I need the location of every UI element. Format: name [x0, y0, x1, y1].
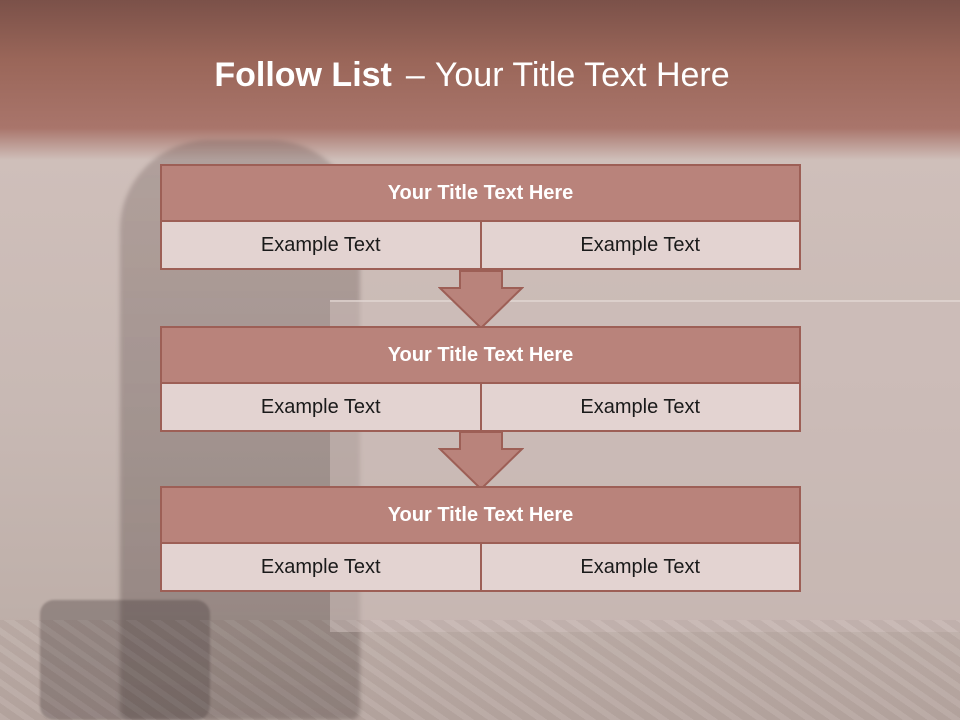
step-cell-right-3: Example Text: [479, 544, 799, 590]
step-cell-left-2: Example Text: [162, 384, 480, 430]
slide-title: Follow List–Your Title Text Here: [0, 56, 944, 95]
step-box-2: Your Title Text Here Example Text Exampl…: [160, 326, 801, 432]
slide-title-rest: Your Title Text Here: [434, 56, 730, 94]
step-cell-left-3: Example Text: [162, 544, 480, 590]
step-title-2: Your Title Text Here: [162, 328, 799, 384]
step-box-1: Your Title Text Here Example Text Exampl…: [160, 164, 801, 270]
step-row-3: Example Text Example Text: [162, 544, 799, 590]
background-marble-floor: [0, 620, 960, 720]
slide-title-bold: Follow List: [214, 56, 392, 94]
background-suitcase: [40, 600, 210, 720]
down-arrow-icon-2: [438, 431, 524, 491]
step-cell-right-1: Example Text: [479, 222, 799, 268]
step-title-3: Your Title Text Here: [162, 488, 799, 544]
step-box-3: Your Title Text Here Example Text Exampl…: [160, 486, 801, 592]
down-arrow-icon-1: [438, 270, 524, 330]
step-row-1: Example Text Example Text: [162, 222, 799, 268]
slide-title-dash: –: [405, 56, 425, 94]
step-row-2: Example Text Example Text: [162, 384, 799, 430]
step-title-1: Your Title Text Here: [162, 166, 799, 222]
step-cell-right-2: Example Text: [479, 384, 799, 430]
step-cell-left-1: Example Text: [162, 222, 480, 268]
